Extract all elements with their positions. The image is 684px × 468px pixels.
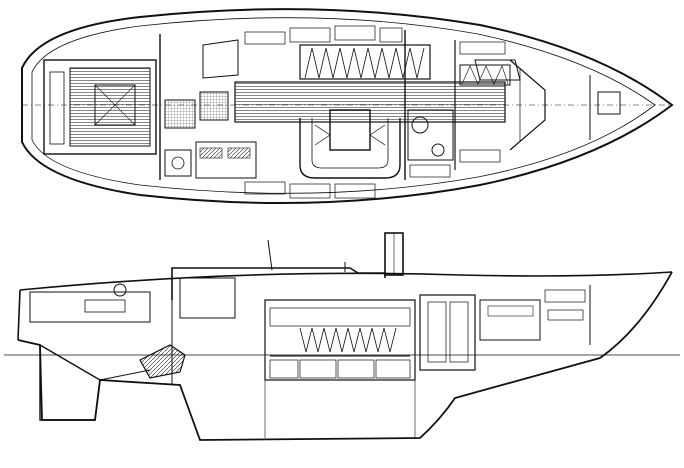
galley-stove [164,149,192,177]
profile-v-berth [479,299,541,341]
accommodation-plan [21,8,674,204]
saloon-hatch [202,39,239,79]
head-toilet [411,116,429,134]
head-compartment [407,109,454,161]
settee-port [299,44,431,80]
forehatch [474,59,521,81]
dinette-u [299,118,401,179]
sheer-line [19,271,673,291]
plan-hull-outline [21,8,674,204]
chain-locker [597,91,621,115]
saloon-cabinets [264,299,416,381]
dinette-table [329,109,371,151]
engine [139,344,186,379]
companionway [179,277,236,319]
cockpit-grating [69,67,151,147]
v-berth [509,59,546,151]
rudder [39,343,101,421]
aft-cockpit [43,59,157,155]
chart-table [199,91,229,121]
plan-inner-line [31,17,656,194]
settee-port-zigzag [304,47,425,79]
prop-shaft [99,369,151,381]
forward-locker [419,294,476,371]
wheel [113,283,127,297]
profile-cockpit [29,291,151,323]
cockpit-seat-port [49,71,65,145]
nav-station [164,99,196,129]
hanging-locker [459,64,511,86]
dinette-inner [311,118,389,169]
profile-settee-zigzag [299,327,397,353]
galley-counter [195,141,257,179]
hull-bottom [17,271,673,441]
inboard-profile [4,232,680,441]
